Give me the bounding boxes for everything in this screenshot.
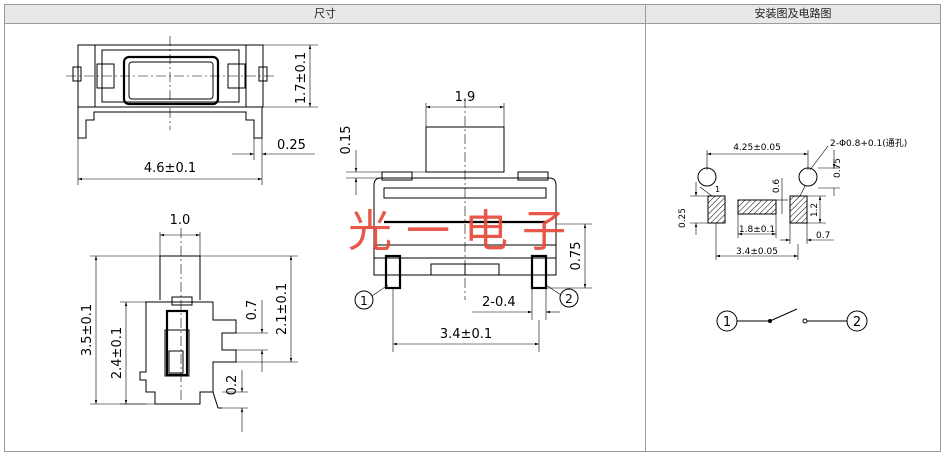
pcb-center-pad: 1.8±0.1 [739, 225, 775, 235]
front-pin2-label: 2 [565, 292, 573, 306]
top-pin-dim: 0.25 [277, 138, 306, 153]
pcb-pad-width: 0.7 [816, 231, 830, 241]
top-height-dim: 1.7±0.1 [294, 52, 309, 104]
side-step-dim: 0.7 [245, 300, 260, 321]
front-span-dim: 3.4±0.1 [440, 327, 492, 342]
pcb-pad-gap-left: 0.25 [678, 208, 688, 228]
side-foot-dim: 0.2 [225, 375, 240, 396]
top-width-dim: 4.6±0.1 [144, 161, 196, 176]
side-body-height: 2.4±0.1 [110, 327, 125, 379]
side-stem-dim: 1.0 [170, 213, 191, 228]
side-view: 1.0 3.5±0.1 2.4±0.1 2.1±0.1 [80, 213, 298, 432]
pcb-hole-label: 1 [715, 185, 720, 194]
front-view: 1.9 0.15 0.75 [339, 90, 592, 352]
pcb-hole-offset: 0.75 [833, 158, 843, 178]
side-total-height: 3.5±0.1 [80, 304, 95, 356]
side-upper-height: 2.1±0.1 [275, 283, 290, 335]
circuit-terminal-1: 1 [723, 315, 731, 330]
pcb-pad-top: 0.6 [772, 179, 782, 194]
front-stem-dim: 1.9 [455, 90, 476, 105]
front-height-dim: 0.75 [569, 242, 584, 271]
pcb-layout: 4.25±0.05 2-Φ0.8+0.1(通孔) 0.75 1 0.25 [678, 138, 907, 260]
front-pin1-label: 1 [360, 294, 368, 308]
mounting-panel [645, 24, 941, 452]
circuit-diagram: 1 2 [716, 308, 868, 332]
top-view: 1.7±0.1 0.25 4.6±0.1 [66, 36, 318, 185]
pcb-hole-spacing: 4.25±0.05 [733, 143, 781, 153]
front-gap-dim: 0.15 [339, 126, 354, 155]
watermark-logo: 光 一 电 子 [348, 206, 566, 257]
dimensions-header: 尺寸 [4, 4, 646, 24]
mounting-header: 安装图及电路图 [645, 4, 941, 24]
circuit-terminal-2: 2 [853, 315, 861, 330]
pcb-pad-height: 1.2 [810, 203, 820, 217]
pcb-hole-spec: 2-Φ0.8+0.1(通孔) [830, 138, 907, 149]
front-pitch-dim: 2-0.4 [482, 295, 516, 310]
pcb-pad-span: 3.4±0.05 [736, 247, 778, 257]
